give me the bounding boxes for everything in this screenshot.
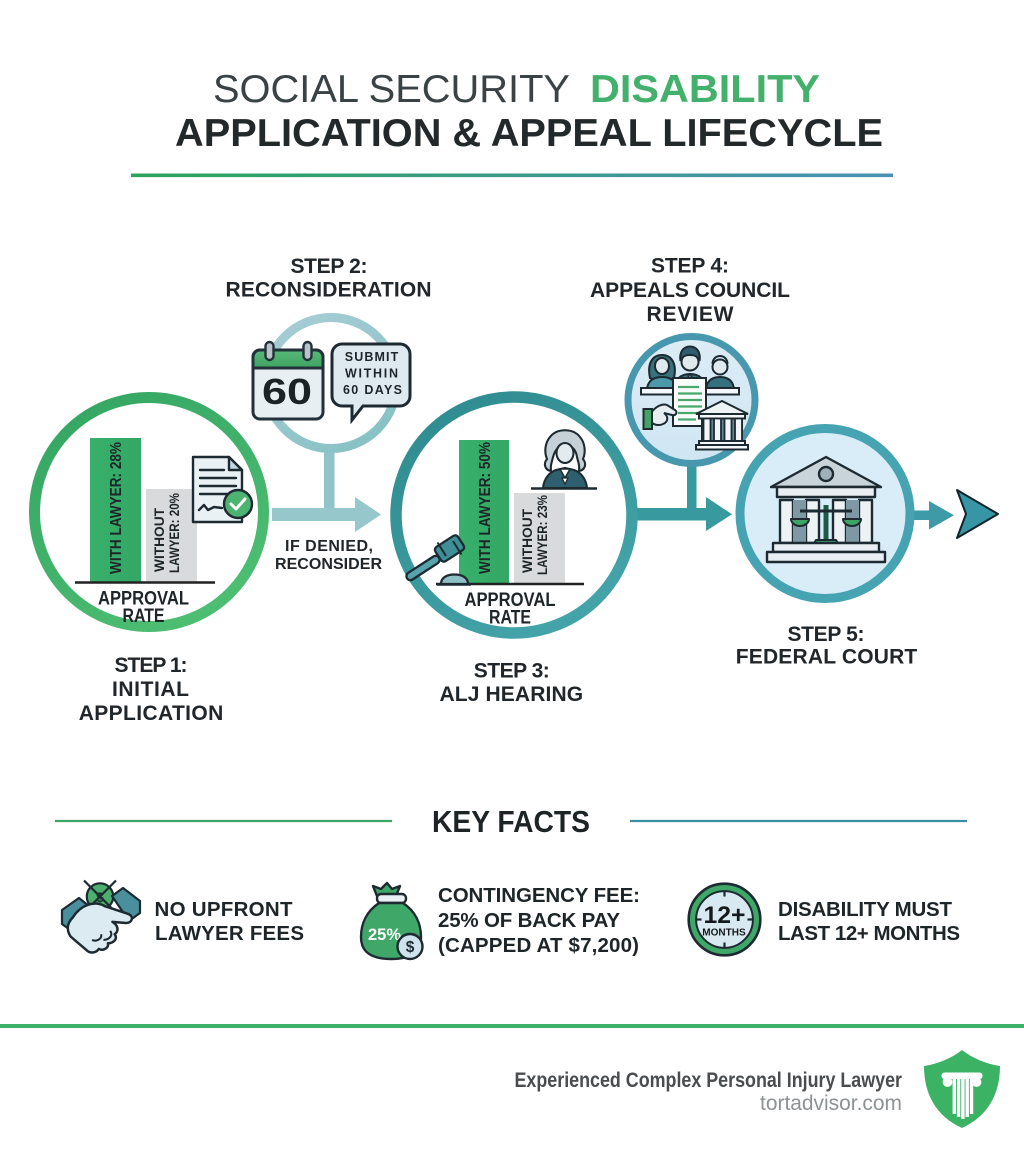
svg-text:RECONSIDER: RECONSIDER <box>275 556 382 573</box>
svg-text:CONTINGENCY FEE:: CONTINGENCY FEE: <box>438 884 640 907</box>
svg-text:WITH LAWYER: 28%: WITH LAWYER: 28% <box>108 442 125 574</box>
svg-text:25% OF BACK PAY: 25% OF BACK PAY <box>438 909 620 932</box>
svg-text:APPLICATION: APPLICATION <box>79 702 224 725</box>
svg-text:tortadvisor.com: tortadvisor.com <box>760 1091 902 1115</box>
svg-text:Experienced Complex Personal I: Experienced Complex Personal Injury Lawy… <box>515 1069 903 1092</box>
svg-text:FEDERAL COURT: FEDERAL COURT <box>736 646 918 669</box>
svg-text:DISABILITY MUST: DISABILITY MUST <box>778 898 952 921</box>
svg-text:60 DAYS: 60 DAYS <box>343 383 402 397</box>
svg-text:LAWYER: 23%: LAWYER: 23% <box>534 495 550 575</box>
svg-text:WITH LAWYER: 50%: WITH LAWYER: 50% <box>477 442 494 574</box>
svg-text:25%: 25% <box>368 925 401 944</box>
svg-text:INITIAL: INITIAL <box>112 678 189 701</box>
svg-text:LAWYER FEES: LAWYER FEES <box>155 922 304 945</box>
svg-text:ALJ HEARING: ALJ HEARING <box>440 683 584 706</box>
svg-text:APPROVAL: APPROVAL <box>465 590 556 611</box>
svg-text:STEP 4:: STEP 4: <box>651 255 729 278</box>
svg-text:12+: 12+ <box>704 902 746 929</box>
svg-text:IF DENIED,: IF DENIED, <box>285 538 373 555</box>
svg-text:REVIEW: REVIEW <box>647 303 734 326</box>
svg-text:SOCIAL SECURITY: SOCIAL SECURITY <box>213 68 570 111</box>
svg-text:DISABILITY: DISABILITY <box>590 68 820 111</box>
svg-text:APPROVAL: APPROVAL <box>98 589 189 610</box>
svg-text:60: 60 <box>262 371 312 412</box>
svg-text:SUBMIT: SUBMIT <box>345 350 399 364</box>
svg-text:APPLICATION & APPEAL LIFECYCLE: APPLICATION & APPEAL LIFECYCLE <box>175 112 883 155</box>
svg-text:RATE: RATE <box>489 608 531 629</box>
svg-text:(CAPPED AT $7,200): (CAPPED AT $7,200) <box>438 934 639 957</box>
svg-text:STEP 2:: STEP 2: <box>291 255 368 278</box>
svg-text:NO UPFRONT: NO UPFRONT <box>155 898 293 921</box>
svg-text:RECONSIDERATION: RECONSIDERATION <box>226 279 432 302</box>
svg-text:LAST 12+ MONTHS: LAST 12+ MONTHS <box>778 922 960 945</box>
svg-text:$: $ <box>406 939 415 956</box>
svg-text:KEY FACTS: KEY FACTS <box>432 804 590 839</box>
svg-text:RATE: RATE <box>123 606 165 627</box>
svg-text:STEP 5:: STEP 5: <box>788 623 865 646</box>
svg-text:WITHOUT: WITHOUT <box>151 508 167 572</box>
svg-text:APPEALS COUNCIL: APPEALS COUNCIL <box>590 279 790 302</box>
svg-text:STEP 1:: STEP 1: <box>115 654 188 677</box>
svg-text:WITHOUT: WITHOUT <box>519 509 535 573</box>
svg-text:LAWYER: 20%: LAWYER: 20% <box>166 493 182 573</box>
svg-text:STEP 3:: STEP 3: <box>474 660 550 683</box>
svg-text:MONTHS: MONTHS <box>702 928 746 939</box>
